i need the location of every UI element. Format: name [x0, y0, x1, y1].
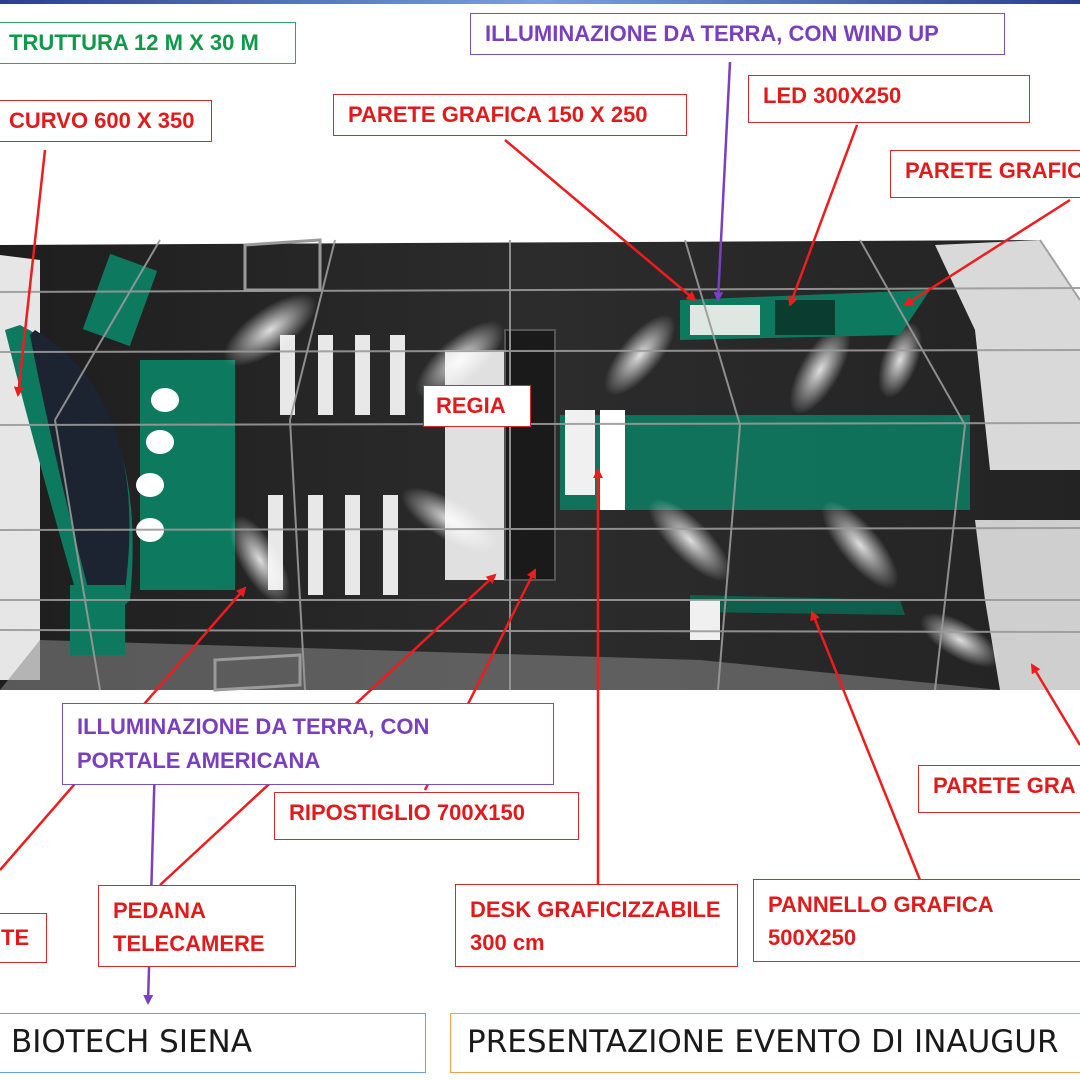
label-ripostiglio: RIPOSTIGLIO 700X150	[274, 792, 579, 840]
label-parete-grafica-bottom-right: PARETE GRA	[918, 765, 1080, 813]
label-parete-grafica-right: PARETE GRAFIC	[890, 150, 1080, 198]
label-desk-line1: DESK GRAFICIZZABILE	[470, 897, 721, 922]
label-struttura: TRUTTURA 12 M X 30 M	[0, 22, 296, 64]
label-illuminazione-portale: ILLUMINAZIONE DA TERRA, CON PORTALE AMER…	[62, 703, 554, 785]
label-regia: REGIA	[423, 385, 531, 427]
label-parete-grafica-150: PARETE GRAFICA 150 X 250	[333, 94, 687, 136]
label-pedana-telecamere: PEDANA TELECAMERE	[98, 885, 296, 967]
curved-led-wall	[5, 253, 235, 655]
label-illuminazione-portale-line2: PORTALE AMERICANA	[77, 748, 321, 773]
label-illuminazione-portale-line1: ILLUMINAZIONE DA TERRA, CON	[77, 714, 430, 739]
audience-seating	[268, 335, 405, 595]
lighting-beams	[223, 293, 1000, 668]
label-pannello-grafica: PANNELLO GRAFICA 500X250	[753, 879, 1080, 962]
label-pannello-line2: 500X250	[768, 925, 857, 950]
footer-event-title: PRESENTAZIONE EVENTO DI INAUGUR	[450, 1013, 1080, 1073]
label-illuminazione-wind-up: ILLUMINAZIONE DA TERRA, CON WIND UP	[470, 13, 1005, 55]
tent-frame-lines	[0, 239, 1080, 691]
label-pedana-line1: PEDANA	[113, 898, 206, 923]
top-accent-bar	[0, 0, 1080, 4]
label-curvo: CURVO 600 X 350	[0, 100, 212, 142]
footer-client-name: BIOTECH SIENA	[0, 1013, 426, 1073]
label-pedana-line2: TELECAMERE	[113, 931, 265, 956]
label-pannello-line1: PANNELLO GRAFICA	[768, 892, 994, 917]
label-led: LED 300X250	[748, 75, 1030, 123]
label-desk-line2: 300 cm	[470, 930, 545, 955]
label-te: TE	[0, 913, 47, 963]
label-desk-graficizzabile: DESK GRAFICIZZABILE 300 cm	[455, 884, 738, 967]
